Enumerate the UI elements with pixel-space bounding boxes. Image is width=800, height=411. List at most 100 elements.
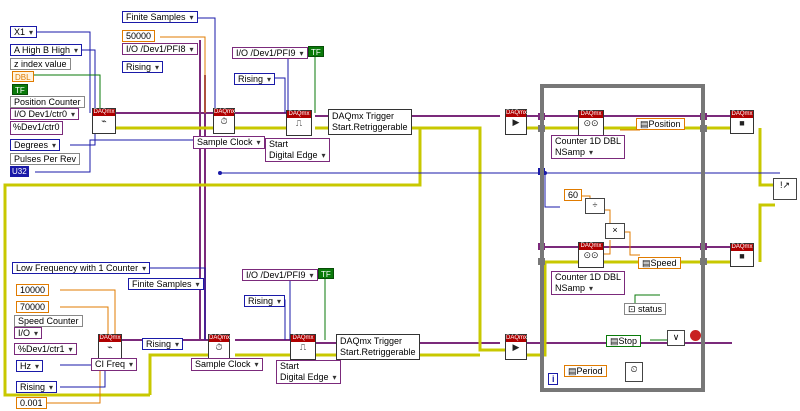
- clear-top-vi-header: DAQmx: [731, 111, 753, 118]
- speed-glasses-icon: ⊙⊙: [583, 250, 599, 260]
- read-speed-vi[interactable]: DAQmx ⊙⊙: [578, 242, 604, 268]
- read-position-vi[interactable]: DAQmx ⊙⊙: [578, 110, 604, 136]
- stop-label: Stop: [618, 336, 638, 346]
- top-trigger-boolean[interactable]: TF: [308, 46, 324, 57]
- top-start-task-vi[interactable]: DAQmx ▶: [505, 109, 527, 135]
- daqmx-vi-header: DAQmx: [93, 109, 115, 116]
- position-indicator[interactable]: ▤Position: [636, 118, 685, 130]
- top-trigger-vi[interactable]: DAQmx ⎍: [286, 110, 312, 136]
- speed-counter-select[interactable]: I/O: [14, 327, 43, 339]
- measurement-type-ring[interactable]: Low Frequency with 1 Counter: [12, 262, 151, 274]
- bottom-timing-vi-header: DAQmx: [209, 335, 230, 342]
- bottom-edge-value: Rising: [20, 382, 46, 392]
- top-trigger-property-node[interactable]: DAQmx Trigger Start.Retriggerable: [328, 109, 412, 135]
- speed-indicator-label: Speed: [650, 258, 677, 268]
- iteration-terminal: i: [548, 373, 558, 385]
- top-clock-source-select[interactable]: I/O /Dev1/PFI8: [122, 43, 198, 55]
- bottom-units-ring[interactable]: Hz: [16, 360, 44, 372]
- wait-timer-icon: ⏲: [625, 362, 643, 382]
- bottom-trigger-source-select[interactable]: I/O /Dev1/PFI9: [242, 269, 318, 281]
- bottom-clock-edge-value: Rising: [146, 339, 172, 349]
- pulses-per-rev-label: Pulses Per Rev: [10, 153, 81, 165]
- top-trigger-edge-ring[interactable]: Rising: [234, 73, 276, 85]
- position-counter-select[interactable]: I/O Dev1/ctr0: [10, 108, 80, 120]
- bottom-start-task-vi[interactable]: DAQmx ▶: [505, 334, 527, 360]
- bottom-edge-ring[interactable]: Rising: [16, 381, 58, 393]
- read-speed-type-value: Counter 1D DBL NSamp: [555, 272, 622, 293]
- position-indicator-label: Position: [648, 119, 681, 129]
- top-trigger-vi-header: DAQmx: [287, 111, 311, 118]
- bottom-trigger-boolean[interactable]: TF: [318, 268, 334, 279]
- bottom-trigger-node-title: DAQmx Trigger: [340, 336, 403, 346]
- bottom-clock-edge-ring[interactable]: Rising: [142, 338, 184, 350]
- top-timing-type-selector[interactable]: Sample Clock: [193, 136, 265, 149]
- pulses-per-rev-control[interactable]: U32: [10, 166, 29, 177]
- status-unbundle[interactable]: ⊡ status: [624, 303, 667, 315]
- bottom-timing-type-selector[interactable]: Sample Clock: [191, 358, 263, 371]
- stop-button[interactable]: ▤Stop: [606, 335, 642, 347]
- top-clock-edge-value: Rising: [126, 62, 152, 72]
- position-counter-label: Position Counter: [10, 96, 85, 108]
- position-counter-channel-text: Dev1/ctr0: [21, 122, 60, 132]
- top-trigger-node-prop: Start.Retriggerable: [332, 122, 408, 132]
- while-loop: [540, 84, 705, 392]
- top-clock-edge-ring[interactable]: Rising: [122, 61, 164, 73]
- bottom-min-value-control[interactable]: 0.001: [16, 397, 47, 409]
- bottom-trigger-vi-header: DAQmx: [291, 335, 315, 342]
- read-position-vi-header: DAQmx: [579, 111, 603, 118]
- decoding-type-ring[interactable]: A High B High: [10, 44, 83, 56]
- top-start-vi-header: DAQmx: [506, 110, 527, 117]
- speed-indicator[interactable]: ▤Speed: [638, 257, 681, 269]
- z-index-constant[interactable]: DBL: [12, 71, 34, 82]
- clear-bottom-vi-header: DAQmx: [731, 244, 753, 251]
- bottom-trigger-edge-ring[interactable]: Rising: [244, 295, 286, 307]
- top-trigger-source-value: /Dev1/PFI9: [250, 48, 296, 58]
- top-trigger-type-value: Start Digital Edge: [269, 139, 318, 160]
- top-trigger-source-select[interactable]: I/O /Dev1/PFI9: [232, 47, 308, 59]
- clear-task-vi-top[interactable]: DAQmx ■: [730, 110, 754, 134]
- period-label: Period: [576, 366, 603, 376]
- error-handler-icon[interactable]: !↗: [773, 178, 797, 200]
- top-sample-mode-ring[interactable]: Finite Samples: [122, 11, 198, 23]
- top-timing-type-value: Sample Clock: [197, 137, 253, 147]
- z-index-enable-boolean[interactable]: TF: [12, 84, 28, 95]
- divide-icon: ÷: [585, 198, 605, 214]
- bottom-value-1-control[interactable]: 10000: [16, 284, 50, 296]
- create-channel-vi[interactable]: DAQmx ⌁: [92, 108, 116, 134]
- speed-counter-control[interactable]: %Dev1/ctr1: [14, 343, 77, 355]
- bottom-start-vi-header: DAQmx: [506, 335, 527, 342]
- constant-60[interactable]: 60: [564, 189, 583, 201]
- freq-vi-header: DAQmx: [99, 335, 121, 342]
- bottom-timing-type-value: Sample Clock: [195, 359, 251, 369]
- stop-task-icon: ■: [739, 118, 745, 128]
- read-speed-type-selector[interactable]: Counter 1D DBL NSamp: [551, 271, 626, 295]
- counter-channel-value: X1: [14, 27, 26, 37]
- bottom-trigger-property-node[interactable]: DAQmx Trigger Start.Retriggerable: [336, 334, 420, 360]
- create-freq-channel-vi[interactable]: DAQmx ⌁: [98, 334, 122, 360]
- bottom-value-2-control[interactable]: 70000: [16, 301, 50, 313]
- bottom-digital-edge-icon: ⎍: [299, 342, 307, 352]
- stop-condition-icon[interactable]: [690, 330, 701, 341]
- top-trigger-type-selector[interactable]: Start Digital Edge: [265, 138, 330, 162]
- units-ring[interactable]: Degrees: [10, 139, 61, 151]
- bottom-trigger-node-prop: Start.Retriggerable: [340, 347, 416, 357]
- bottom-trigger-vi[interactable]: DAQmx ⎍: [290, 334, 316, 360]
- top-timing-vi-header: DAQmx: [214, 109, 235, 116]
- bottom-timing-vi[interactable]: DAQmx ⏱: [208, 334, 230, 360]
- digital-edge-icon: ⎍: [295, 118, 303, 128]
- top-timing-vi[interactable]: DAQmx ⏱: [213, 108, 235, 134]
- ci-freq-selector[interactable]: CI Freq: [91, 358, 138, 371]
- z-index-label: z index value: [10, 58, 71, 70]
- period-control[interactable]: ▤Period: [564, 365, 607, 377]
- bottom-trigger-source-value: /Dev1/PFI9: [260, 270, 306, 280]
- position-counter-control[interactable]: %Dev1/ctr0: [10, 121, 63, 135]
- bottom-sample-mode-ring[interactable]: Finite Samples: [128, 278, 204, 290]
- bottom-trigger-type-selector[interactable]: Start Digital Edge: [276, 360, 341, 384]
- measurement-type-value: Low Frequency with 1 Counter: [16, 263, 139, 273]
- counter-channel-ring[interactable]: X1: [10, 26, 38, 38]
- read-position-type-selector[interactable]: Counter 1D DBL NSamp: [551, 135, 626, 159]
- top-sample-rate-control[interactable]: 50000: [122, 30, 156, 42]
- clear-task-vi-bottom[interactable]: DAQmx ■: [730, 243, 754, 267]
- bottom-clock-icon: ⏱: [215, 342, 223, 352]
